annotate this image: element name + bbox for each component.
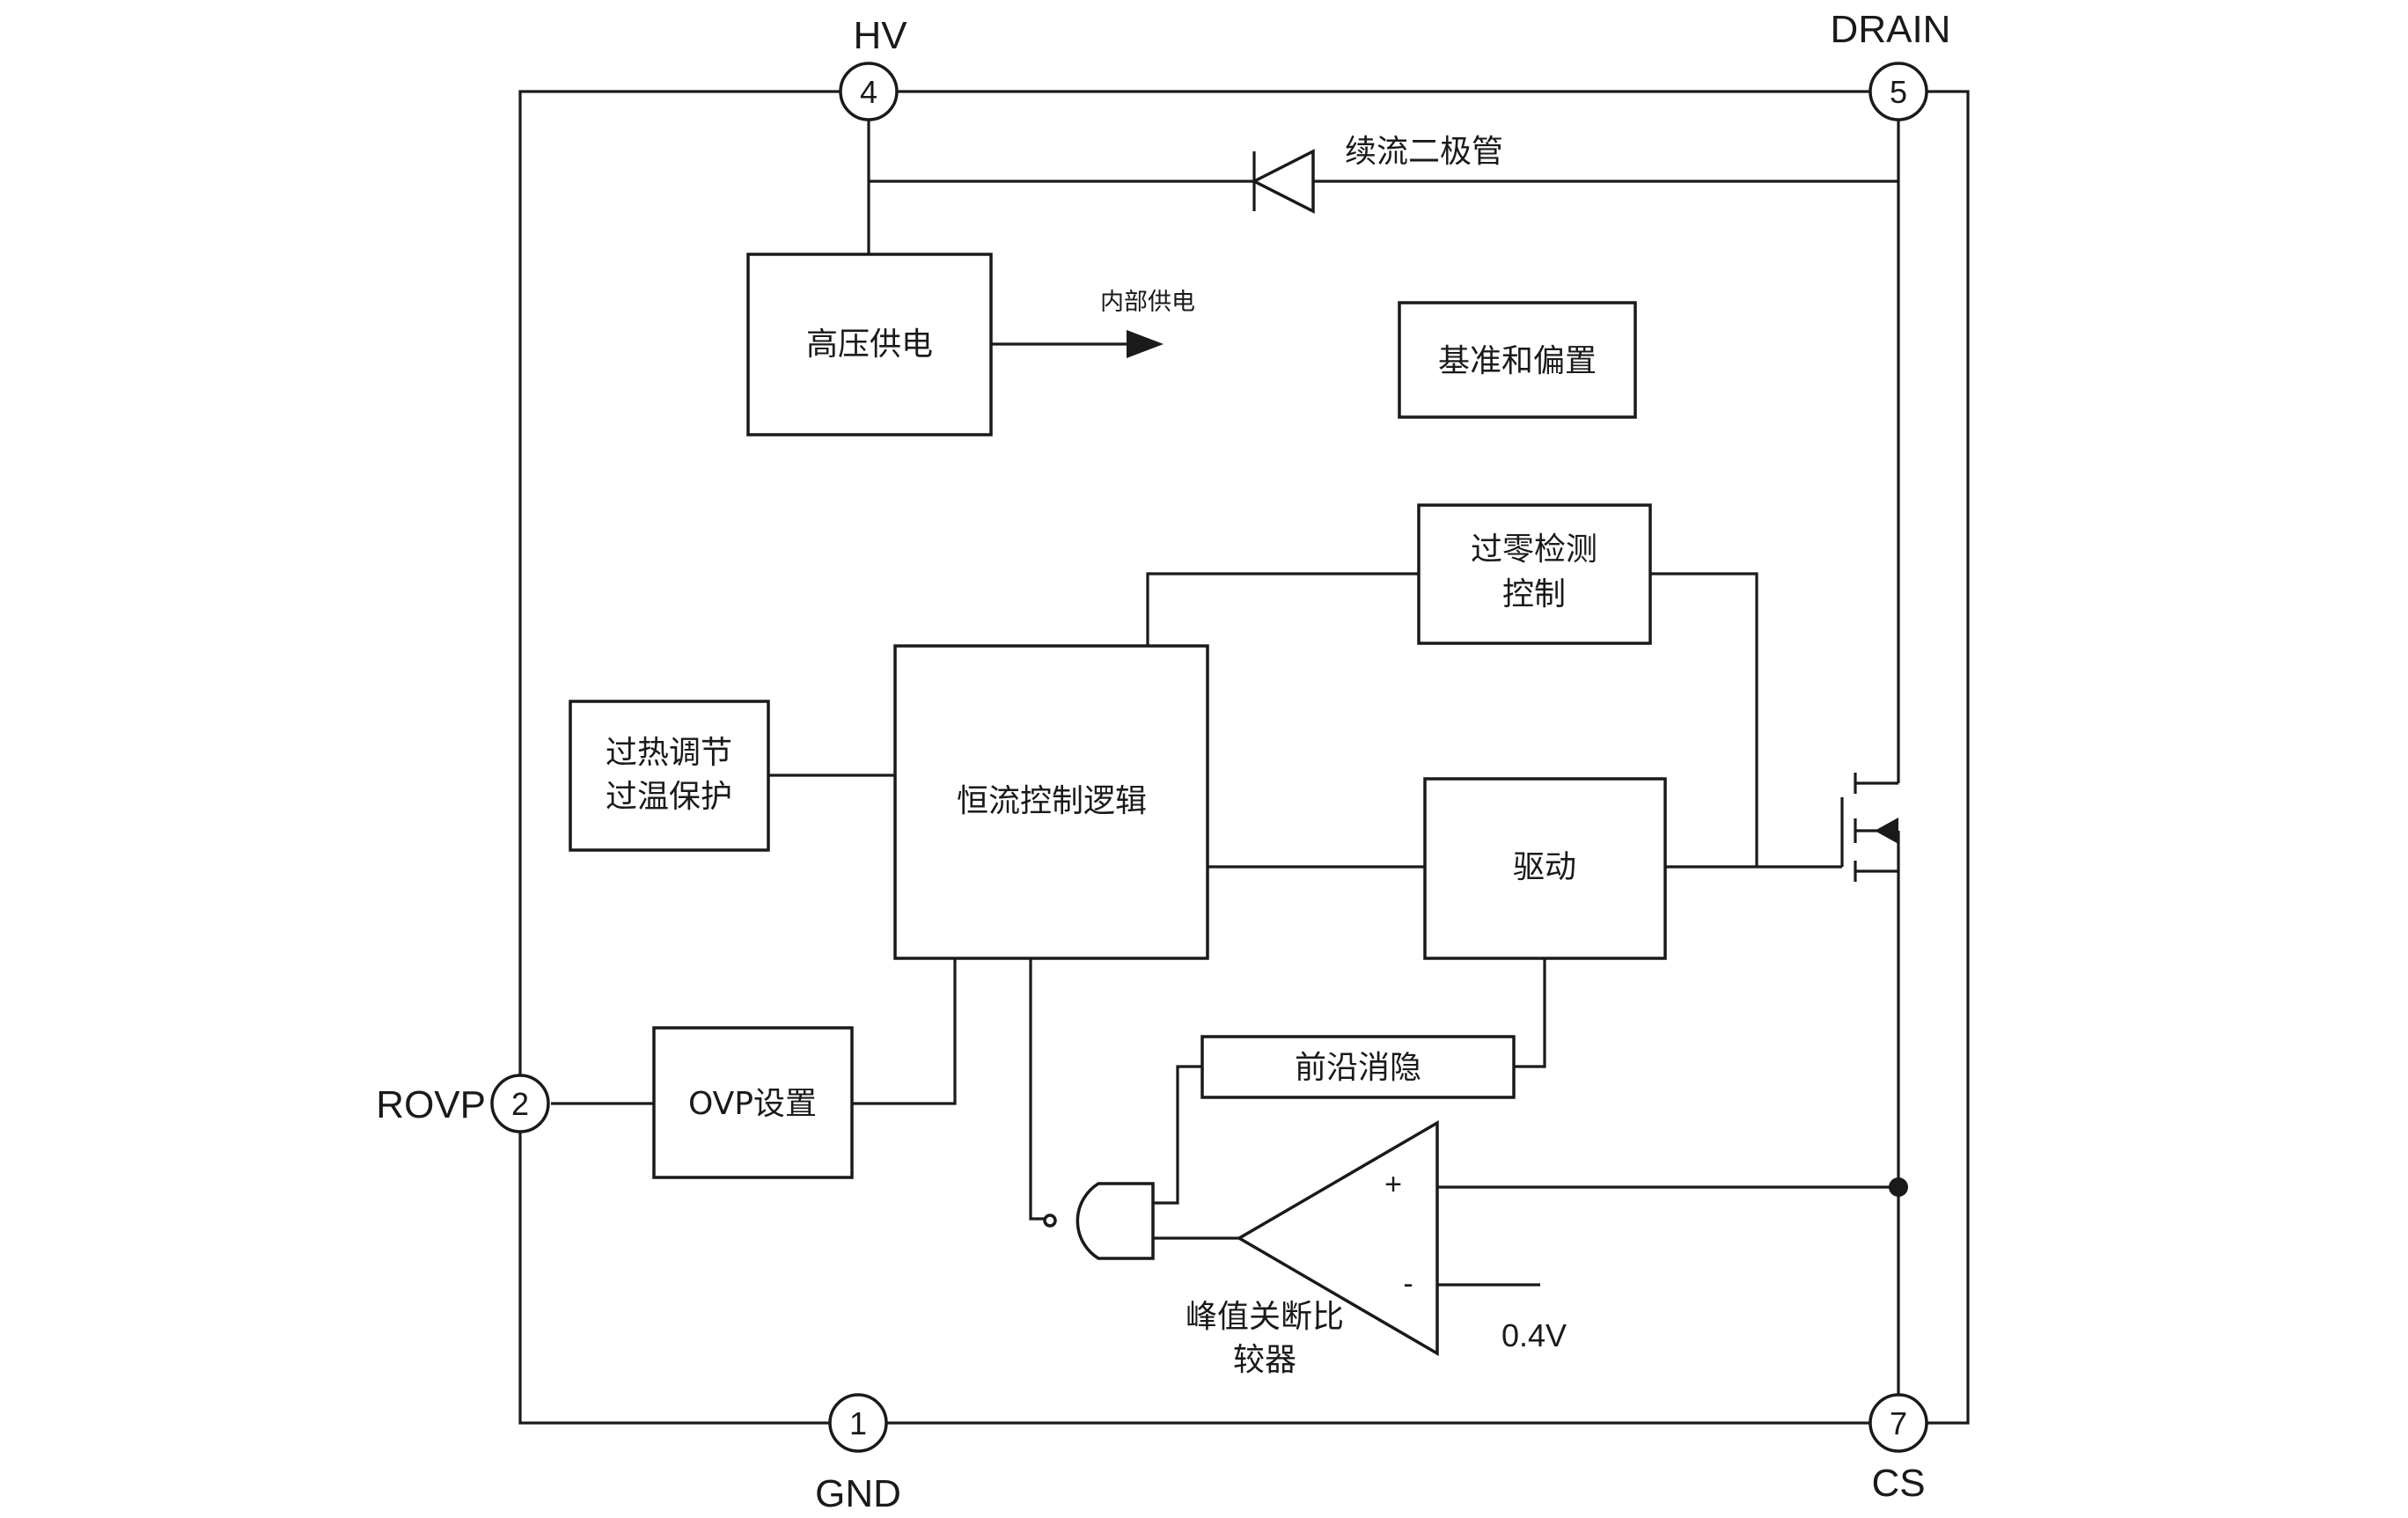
wire-logic-to-nand bbox=[1029, 958, 1045, 1221]
vref-label: 0.4V bbox=[1501, 1317, 1567, 1353]
svg-text:1: 1 bbox=[849, 1405, 867, 1441]
power-mosfet bbox=[1840, 773, 1898, 882]
thermal-label-1: 过热调节 bbox=[606, 735, 732, 771]
pin-rovp: 2 bbox=[490, 1074, 550, 1133]
wire-driver-to-leb bbox=[1514, 958, 1546, 1068]
thermal-label-2: 过温保护 bbox=[606, 779, 732, 815]
thermal-block bbox=[569, 700, 770, 852]
internal-supply-arrow bbox=[1127, 330, 1164, 358]
comparator-label-1: 峰值关断比 bbox=[1186, 1299, 1344, 1335]
cc-logic-label: 恒流控制逻辑 bbox=[957, 783, 1147, 819]
peak-comparator bbox=[1236, 1119, 1439, 1357]
nand-gate bbox=[1076, 1182, 1155, 1260]
pin-cs-name: CS bbox=[1871, 1462, 1925, 1505]
leb-label: 前沿消隐 bbox=[1295, 1050, 1421, 1086]
svg-text:5: 5 bbox=[1890, 74, 1907, 110]
pin-hv: 4 bbox=[839, 62, 899, 121]
reference-bias-block bbox=[1398, 301, 1637, 419]
comparator-minus: - bbox=[1403, 1267, 1413, 1301]
cs-junction-dot bbox=[1889, 1177, 1908, 1197]
freewheel-diode-label: 续流二极管 bbox=[1345, 134, 1503, 170]
pin-cs: 7 bbox=[1868, 1393, 1928, 1453]
driver-label: 驱动 bbox=[1513, 849, 1576, 885]
pin-rovp-name: ROVP bbox=[376, 1083, 486, 1126]
ovp-label: OVP设置 bbox=[688, 1086, 817, 1122]
svg-text:4: 4 bbox=[860, 74, 877, 110]
zero-cross-label-2: 控制 bbox=[1502, 576, 1566, 612]
zero-cross-label-1: 过零检测 bbox=[1471, 532, 1597, 568]
nand-bubble bbox=[1043, 1214, 1057, 1228]
freewheel-diode bbox=[1251, 149, 1315, 214]
wire-leb-to-gate bbox=[1153, 1065, 1202, 1205]
ovp-block bbox=[652, 1026, 854, 1179]
comparator-label-2: 较器 bbox=[1233, 1342, 1296, 1378]
svg-text:2: 2 bbox=[511, 1086, 529, 1122]
driver-block bbox=[1423, 777, 1667, 960]
zero-cross-block bbox=[1417, 503, 1652, 645]
reference-bias-label: 基准和偏置 bbox=[1438, 343, 1597, 379]
pin-drain: 5 bbox=[1868, 62, 1928, 121]
chip-outline bbox=[518, 90, 1970, 1425]
wire-zero-cross-to-gate bbox=[1650, 572, 1758, 867]
comparator-plus: + bbox=[1384, 1168, 1402, 1201]
pin-gnd-name: GND bbox=[815, 1472, 901, 1515]
svg-text:7: 7 bbox=[1890, 1405, 1907, 1441]
cc-logic-block bbox=[893, 644, 1209, 960]
hv-supply-block bbox=[746, 253, 993, 436]
pin-hv-name: HV bbox=[853, 14, 907, 57]
pin-drain-name: DRAIN bbox=[1831, 8, 1951, 51]
wire-ovp-to-logic bbox=[852, 958, 957, 1105]
internal-supply-label: 内部供电 bbox=[1100, 289, 1195, 316]
hv-supply-label: 高压供电 bbox=[806, 326, 933, 363]
pin-gnd: 1 bbox=[828, 1393, 888, 1453]
wire-zero-cross-to-logic bbox=[1146, 572, 1419, 646]
